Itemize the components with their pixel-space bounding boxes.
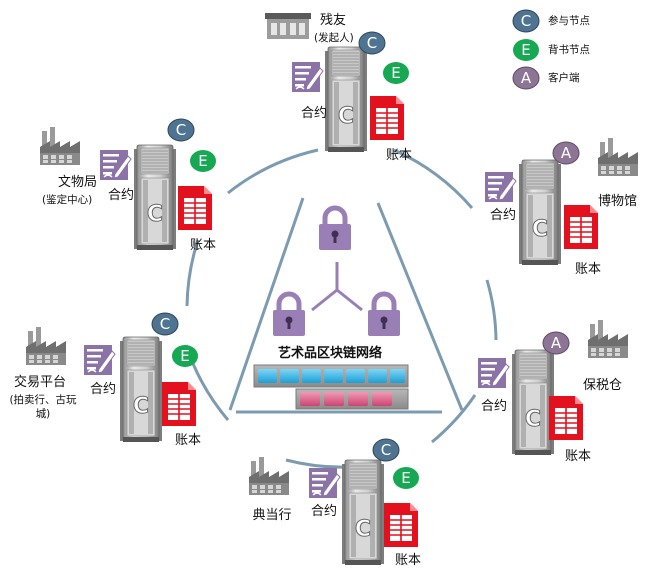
ledger-icon bbox=[161, 381, 197, 427]
node-canyou-name: 残友 bbox=[320, 13, 347, 28]
factory-icon bbox=[40, 127, 80, 165]
a-badge bbox=[542, 331, 570, 355]
lock-icon-top bbox=[319, 208, 351, 250]
contract-icon bbox=[308, 467, 341, 499]
node-wenwuju-ledger-label: 账本 bbox=[190, 238, 217, 253]
inner-triangle bbox=[228, 197, 464, 414]
server-rack-icon bbox=[324, 46, 368, 153]
factory-icon bbox=[588, 320, 628, 358]
server-rack-icon bbox=[518, 159, 562, 266]
node-baoshui-contract-label: 合约 bbox=[481, 399, 508, 414]
node-canyou-contract-label: 合约 bbox=[301, 106, 328, 121]
node-wenwuju-sub: (鉴定中心) bbox=[42, 194, 93, 206]
factory-icon bbox=[26, 327, 66, 365]
node-canyou-sub: (发起人) bbox=[314, 32, 354, 44]
e-badge bbox=[383, 62, 409, 84]
legend-a-letter: A bbox=[521, 69, 532, 87]
e-badge-letter: E bbox=[391, 64, 400, 82]
node-wenwuju-name: 文物局 bbox=[58, 175, 98, 190]
c-badge-letter: C bbox=[367, 34, 377, 52]
server-rack-icon bbox=[341, 459, 385, 566]
e-badge bbox=[190, 150, 216, 172]
factory-icon bbox=[598, 138, 638, 176]
node-baoshui-ledger-label: 账本 bbox=[565, 449, 592, 464]
legend-e-letter: E bbox=[521, 41, 530, 59]
c-badge bbox=[151, 312, 179, 336]
node-baoshui: A bbox=[477, 320, 628, 456]
node-canyou-ledger-label: 账本 bbox=[386, 148, 413, 163]
c-badge bbox=[372, 438, 400, 462]
node-jiaoyi-name: 交易平台 bbox=[14, 375, 67, 390]
node-wenwuju-contract-label: 合约 bbox=[108, 188, 135, 203]
a-badge bbox=[552, 141, 580, 165]
node-bowuguan: A bbox=[484, 138, 638, 266]
node-diandang-name: 典当行 bbox=[252, 508, 292, 523]
node-bowuguan-ledger-label: 账本 bbox=[575, 262, 602, 277]
lock-icon-right bbox=[368, 294, 400, 336]
server-rack-icon bbox=[119, 336, 163, 443]
building-icon bbox=[265, 13, 311, 39]
legend-c-badge bbox=[512, 9, 540, 33]
c-badge-letter: C bbox=[381, 441, 391, 459]
c-badge bbox=[167, 118, 195, 142]
lock-connector bbox=[311, 262, 363, 312]
block-chain bbox=[253, 364, 409, 410]
e-badge-letter: E bbox=[198, 152, 207, 170]
e-badge-letter: E bbox=[401, 469, 410, 487]
node-wenwuju: C E bbox=[40, 118, 216, 251]
e-badge bbox=[172, 345, 198, 367]
c-badge bbox=[358, 31, 386, 55]
ledger-icon bbox=[563, 204, 599, 250]
server-rack-icon bbox=[511, 349, 555, 456]
contract-icon bbox=[477, 357, 510, 389]
legend-e-badge bbox=[513, 39, 539, 61]
legend-a-badge bbox=[512, 66, 540, 90]
legend: C E A bbox=[512, 9, 540, 90]
ledger-icon bbox=[383, 502, 419, 548]
network-ring bbox=[184, 148, 498, 469]
node-bowuguan-contract-label: 合约 bbox=[490, 208, 517, 223]
contract-icon bbox=[484, 171, 517, 203]
a-badge-letter: A bbox=[551, 334, 562, 352]
node-jiaoyi-sub: (拍卖行、古玩城) bbox=[9, 394, 77, 420]
node-jiaoyi-contract-label: 合约 bbox=[90, 382, 117, 397]
ledger-icon bbox=[369, 95, 405, 141]
legend-c-letter: C bbox=[521, 12, 531, 30]
lock-icon-left bbox=[273, 294, 305, 336]
ledger-icon bbox=[177, 185, 213, 231]
contract-icon bbox=[99, 149, 132, 181]
a-badge-letter: A bbox=[561, 144, 572, 162]
legend-endorse-label: 背书节点 bbox=[548, 44, 590, 56]
node-jiaoyi-ledger-label: 账本 bbox=[175, 433, 202, 448]
contract-icon bbox=[291, 61, 324, 93]
e-badge bbox=[393, 467, 419, 489]
node-jiaoyi: C E bbox=[26, 312, 198, 443]
node-canyou: C E bbox=[265, 13, 409, 153]
c-badge-letter: C bbox=[160, 315, 170, 333]
legend-app-label: 客户端 bbox=[548, 72, 580, 84]
e-badge-letter: E bbox=[180, 347, 189, 365]
server-rack-icon bbox=[133, 144, 177, 251]
node-diandang-contract-label: 合约 bbox=[311, 504, 338, 519]
node-diandang: C E bbox=[249, 438, 419, 566]
node-bowuguan-name: 博物馆 bbox=[598, 194, 638, 209]
c-badge-letter: C bbox=[176, 121, 186, 139]
node-diandang-ledger-label: 账本 bbox=[395, 553, 422, 568]
contract-icon bbox=[83, 344, 116, 376]
node-baoshui-name: 保税仓 bbox=[583, 378, 623, 393]
factory-icon bbox=[249, 457, 289, 495]
network-title: 艺术品区块链网络 bbox=[278, 346, 383, 361]
legend-consensus-label: 参与节点 bbox=[548, 15, 590, 27]
ledger-icon bbox=[548, 395, 584, 441]
